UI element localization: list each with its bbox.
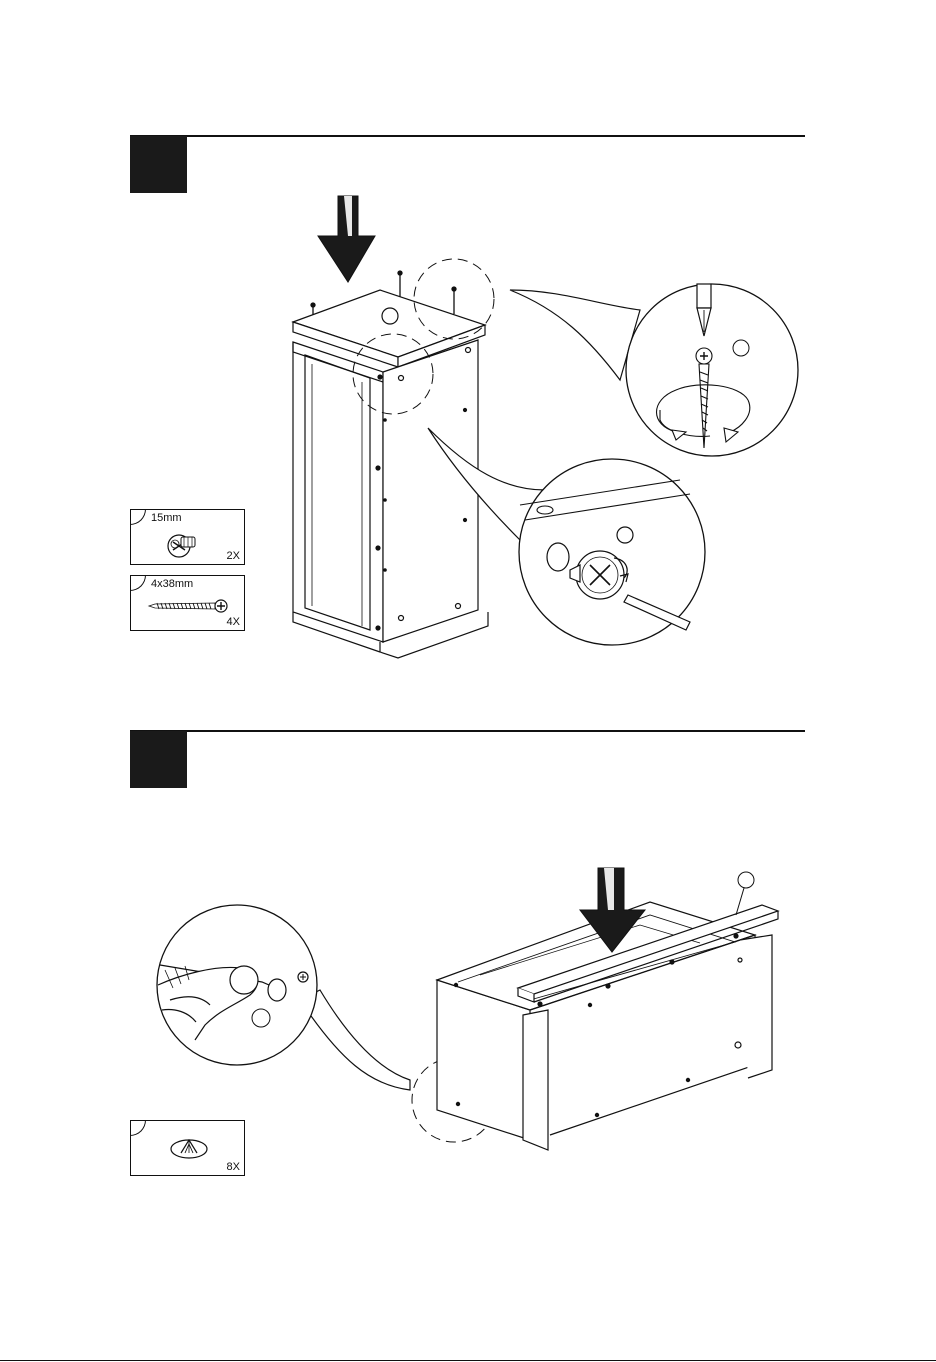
part-ref-marker xyxy=(252,1009,270,1027)
cabinet-lying xyxy=(437,902,772,1150)
cabinet-body xyxy=(293,340,488,658)
callout-pointer xyxy=(510,290,640,380)
hand-icon xyxy=(158,965,308,1040)
step-1-illustration xyxy=(0,0,936,700)
down-arrow-icon xyxy=(580,868,645,952)
callout-detail-screw xyxy=(626,284,798,456)
part-ref-leader xyxy=(736,888,744,915)
page-bottom-rule xyxy=(0,1360,936,1361)
down-arrow-icon xyxy=(318,196,375,282)
rail-panel xyxy=(518,905,778,1006)
part-box-cap: 8X xyxy=(130,1120,245,1176)
part-corner xyxy=(130,1120,146,1136)
part-qty-label: 8X xyxy=(227,1161,240,1173)
part-ref-marker xyxy=(733,340,749,356)
step-2-rule xyxy=(130,730,805,732)
cap-icon xyxy=(169,1135,209,1161)
detail-marker-circle xyxy=(412,1058,496,1142)
callout-pointer xyxy=(300,990,410,1090)
step-2-number-badge xyxy=(130,731,187,788)
part-ref-marker xyxy=(738,872,754,888)
callout-detail-cap xyxy=(157,905,317,1065)
